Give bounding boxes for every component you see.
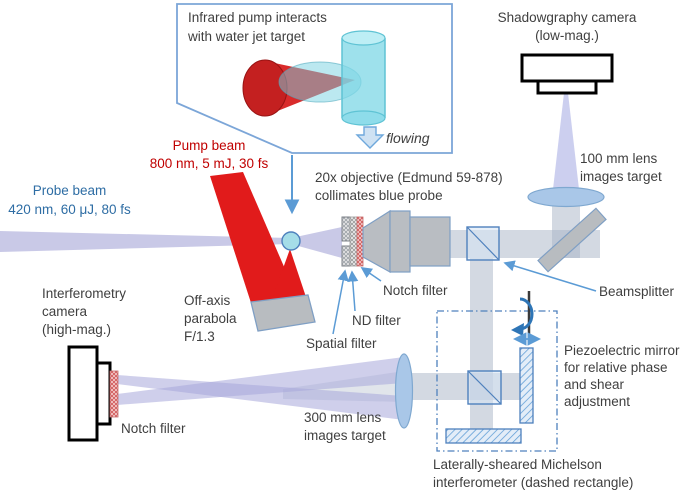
water-jet-target: [281, 231, 301, 251]
pump-beam-focused-cone: [272, 249, 306, 299]
notch-filter-pointer: [360, 267, 382, 282]
piezoelectric-mirror: [519, 347, 534, 424]
nd-filter-pointer: [347, 270, 359, 312]
michelson-dashed-rectangle: [436, 310, 558, 452]
flowing-arrow-icon: [355, 126, 385, 149]
lens-100mm-label: 100 mm lens images target: [580, 151, 662, 184]
inset-caption-line1: Infrared pump interacts: [188, 10, 327, 25]
probe-beam-label: Probe beam 420 nm, 60 μJ, 80 fs: [8, 183, 131, 217]
notch-filter-objective-label: Notch filter: [383, 283, 448, 298]
pump-beam-label: Pump beam 800 nm, 5 mJ, 30 fs: [149, 138, 269, 171]
lens-300mm: [394, 353, 414, 429]
notch-filter-objective: [356, 216, 364, 267]
gray-beam-cube1-down: [470, 258, 493, 432]
objective-body: [409, 216, 451, 267]
interferometry-beam-lower: [117, 357, 404, 405]
beam-lens-to-shadowgraphy-camera: [552, 93, 580, 198]
nd-filter-label: ND filter: [352, 313, 401, 328]
spatial-filter-label: Spatial filter: [306, 336, 377, 351]
michelson-label: Laterally-sheared Michelson interferomet…: [433, 457, 634, 490]
interferometry-camera: [67, 345, 112, 442]
shadowgraphy-camera-label: Shadowgraphy camera (low-mag.): [497, 10, 637, 43]
shadowgraphy-camera: [520, 53, 614, 95]
objective-label: 20x objective (Edmund 59-878) collimates…: [315, 170, 503, 203]
objective-cone: [362, 209, 391, 274]
probe-beam-left: [0, 231, 291, 252]
inset-cylinder-top: [341, 30, 386, 46]
beamsplitter-label: Beamsplitter: [599, 284, 675, 299]
spatial-filter-bottom: [341, 245, 351, 267]
off-axis-parabola-label: Off-axis parabola F/1.3: [184, 293, 237, 344]
objective-collar: [389, 210, 411, 273]
interferometer-end-mirror: [445, 428, 522, 444]
inset-cylinder-bottom: [341, 110, 386, 126]
spatial-filter-pointer: [332, 269, 349, 335]
notch-filter-camera-label: Notch filter: [121, 421, 186, 436]
inset-water-jet-cylinder: [342, 38, 385, 118]
piezoelectric-mirror-label: Piezoelectric mirror for relative phase …: [564, 343, 680, 409]
off-axis-parabola: [250, 294, 316, 332]
beamsplitter-pointer: [503, 260, 597, 292]
pump-beam-incoming: [210, 172, 298, 306]
gray-beam-lens-to-piezo: [406, 373, 520, 400]
inset-water-jet-graphic: [242, 30, 386, 149]
lens-100mm: [527, 186, 605, 208]
lens-300mm-label: 300 mm lens images target: [304, 410, 386, 443]
notch-filter-camera: [109, 370, 119, 418]
probe-beam-to-objective: [291, 227, 342, 258]
inset-caption-line2: with water jet target: [188, 29, 306, 44]
turning-mirror: [537, 207, 607, 273]
beamsplitter-cube-2: [467, 370, 502, 405]
interferometry-camera-label: Interferometry camera (high-mag.): [42, 286, 127, 337]
beamsplitter-cube-1: [466, 226, 500, 261]
inset-caption: Infrared pump interacts with water jet t…: [188, 8, 327, 46]
nd-filter: [349, 216, 358, 267]
flowing-label: flowing: [386, 130, 430, 146]
spatial-filter-top: [341, 216, 351, 242]
